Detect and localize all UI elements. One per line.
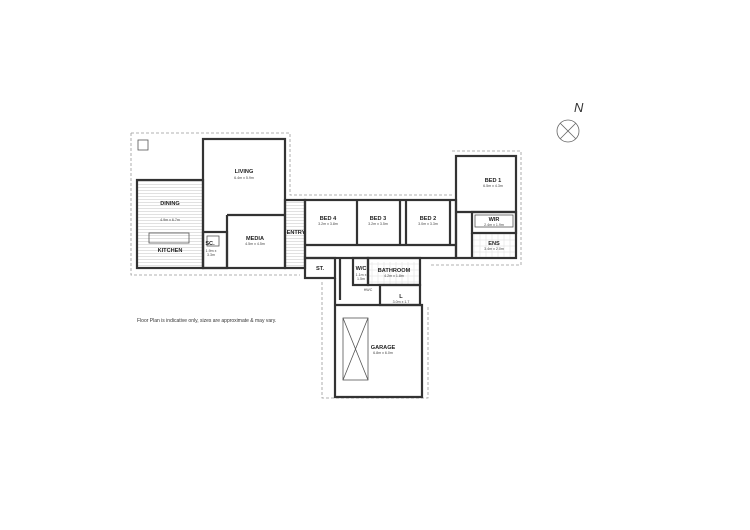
room-size: 4.2m x 1.8m <box>384 274 404 278</box>
sink <box>206 235 220 247</box>
room-hwc: HWC <box>364 288 373 292</box>
room-entry: ENTRY <box>287 230 306 236</box>
room-bed3: BED 3 <box>370 216 386 222</box>
room-laundry: L <box>399 294 403 300</box>
room-size: 2.4m x 1.9m <box>484 223 504 227</box>
room-size: 6.4m x 5.9m <box>234 176 254 180</box>
room-wir: WIR <box>489 217 500 223</box>
bathroom-floor <box>368 262 420 285</box>
room-living: LIVING <box>235 169 254 175</box>
room-size: 3.0m x 3.3m <box>418 222 438 226</box>
property-boundary <box>130 132 522 276</box>
room-bathroom: BATHROOM <box>378 268 411 274</box>
room-size: 6.5m x 4.3m <box>483 184 503 188</box>
garage-boundary <box>321 282 429 399</box>
kitchen-island <box>148 232 190 244</box>
room-bed1: BED 1 <box>485 178 501 184</box>
room-bed2: BED 2 <box>420 216 436 222</box>
footnote: Floor Plan is indicative only, sizes are… <box>137 318 277 324</box>
dining-floor <box>137 180 203 268</box>
north-label: N <box>574 100 584 115</box>
car-space <box>342 317 369 381</box>
room-store: ST. <box>316 266 325 272</box>
room-size: 3.4m x 2.0m <box>484 247 504 251</box>
room-bed4: BED 4 <box>320 216 337 222</box>
room-dining: DINING <box>160 201 180 207</box>
ens-floor <box>472 234 516 258</box>
room-kitchen: KITCHEN <box>158 248 183 254</box>
room-size: 1.1m x <box>356 273 367 277</box>
compass-icon: N <box>556 100 584 143</box>
room-size: 4.9m x 6.7m <box>160 218 180 222</box>
room-size: 1.9m x <box>206 249 217 253</box>
room-size: 3.2m x 3.8m <box>318 222 338 226</box>
room-wc: W/C <box>356 266 367 272</box>
room-ens: ENS <box>488 241 500 247</box>
room-size: 4.5m x 4.5m <box>245 242 265 246</box>
room-media: MEDIA <box>246 236 264 242</box>
room-garage: GARAGE <box>371 345 396 351</box>
room-size: 3.3m <box>207 253 215 257</box>
room-size: 1.5m <box>357 277 365 281</box>
room-sc: SC. <box>205 241 215 247</box>
room-size: 3.2m x 3.5m <box>368 222 388 226</box>
walls <box>135 137 518 399</box>
room-size: 6.8m x 6.0m <box>373 351 393 355</box>
room-size: 3.0m x 1.7 <box>393 300 410 304</box>
entry-floor <box>285 200 305 268</box>
